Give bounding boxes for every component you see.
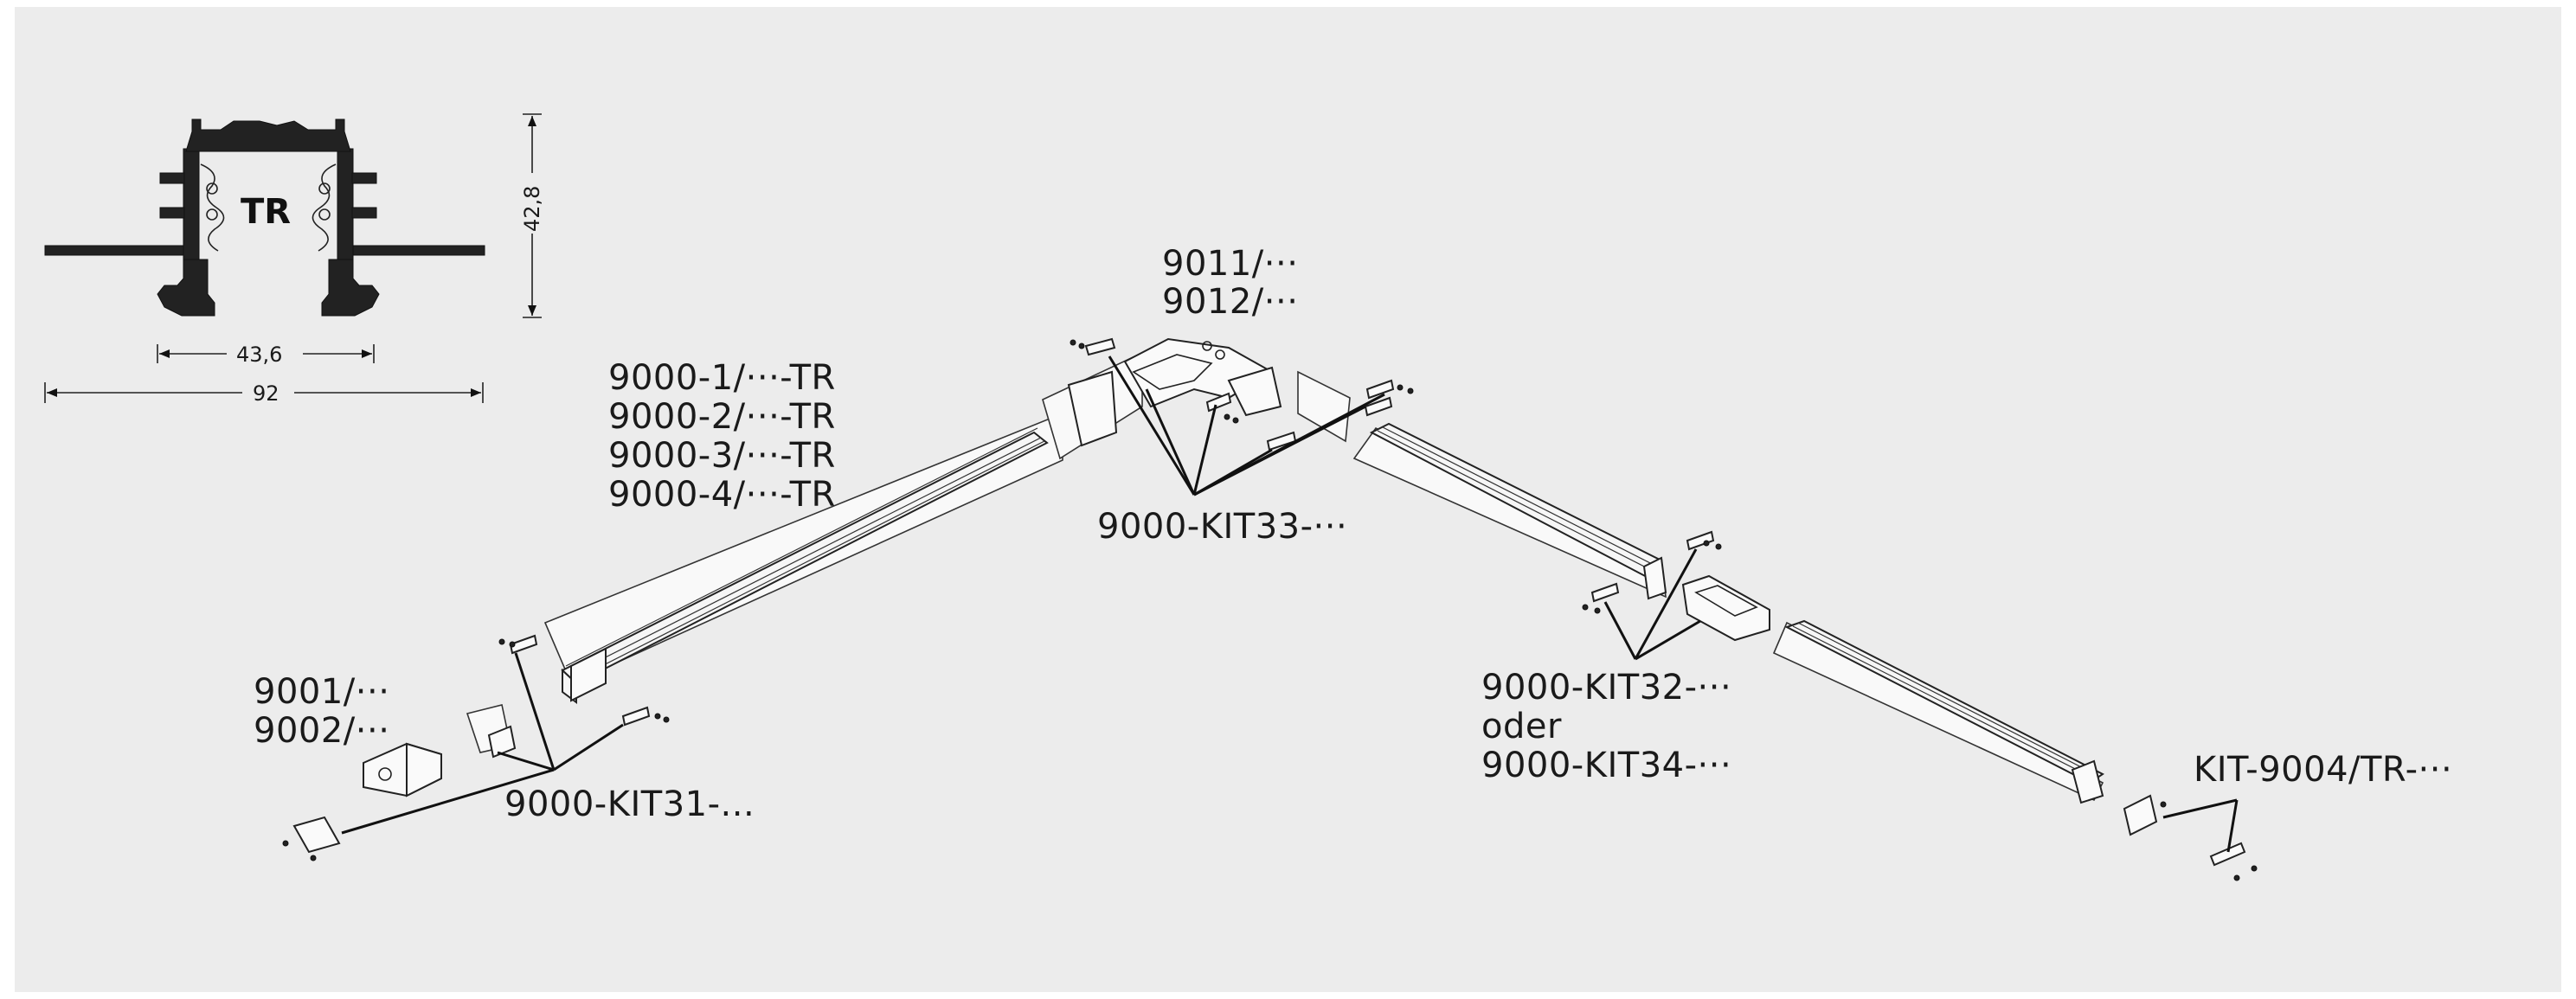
conductor-left-2 [206, 208, 218, 221]
rail-segment-3 [1772, 619, 2104, 804]
label-feed-2: 9002/··· [254, 711, 389, 751]
profile-foot-left [157, 246, 215, 317]
conductor-left-1 [206, 183, 218, 195]
rail-segment-2 [1352, 422, 1667, 600]
rail-segment-1 [543, 412, 1063, 704]
labels: 9000-1/···-TR 9000-2/···-TR 9000-3/···-T… [254, 244, 2452, 824]
leader-lines [341, 355, 2239, 853]
connector-clip-top [1686, 530, 1715, 551]
end-cap-clip [2209, 842, 2246, 867]
ceiling-panel-right [352, 245, 485, 256]
label-oder: oder [1481, 707, 1562, 746]
rail-3-plate [1772, 621, 2104, 802]
flange-left-mid [159, 207, 185, 219]
label-rail-3: 9000-3/···-TR [608, 436, 836, 476]
corner-plate-right [1297, 370, 1351, 443]
connector-clip-bottom [1590, 582, 1620, 603]
label-kit32: 9000-KIT32-··· [1481, 668, 1731, 708]
label-rail-1: 9000-1/···-TR [608, 358, 836, 398]
label-kit31: 9000-KIT31-... [504, 784, 755, 824]
conductor-holder-left [200, 163, 225, 252]
conductor-holder-right [312, 163, 337, 252]
label-rail-2: 9000-2/···-TR [608, 397, 836, 437]
profile-wall-right [337, 148, 354, 260]
flange-left-top [159, 172, 185, 184]
conductor-right-1 [318, 183, 331, 195]
straight-connector [1582, 530, 1770, 642]
height-dimension: 42,8 [520, 186, 544, 232]
rail-2-plate [1352, 426, 1667, 599]
straight-connector-body [1681, 574, 1770, 642]
corner-connector [1042, 337, 1414, 460]
flange-right-top [351, 172, 377, 184]
ceiling-panel-left [44, 245, 184, 256]
flange-right-mid [351, 207, 377, 219]
feed-end-cap [292, 816, 341, 854]
feed-clip-right [621, 706, 651, 727]
corner-clip-2 [1365, 379, 1395, 400]
profile-top [185, 118, 351, 152]
outer-width-dimension: 92 [253, 381, 279, 406]
label-kit34: 9000-KIT34-··· [1481, 746, 1731, 785]
end-cap-plate [2123, 794, 2158, 836]
label-rail-4: 9000-4/···-TR [608, 475, 836, 515]
profile-cross-section: TR 42,8 43,6 92 [44, 113, 544, 406]
label-corner-1: 9011/··· [1162, 244, 1298, 284]
label-corner-2: 9012/··· [1162, 282, 1298, 322]
profile-wall-left [183, 148, 200, 260]
conductor-right-2 [318, 208, 331, 221]
feed-clip-top [509, 634, 538, 655]
profile-label: TR [241, 192, 291, 232]
label-kit33: 9000-KIT33-··· [1097, 507, 1347, 547]
feed-connector [282, 634, 670, 861]
inner-width-dimension: 43,6 [236, 343, 282, 367]
profile-foot-right [321, 246, 380, 317]
label-feed-1: 9001/··· [254, 672, 389, 712]
rail-2-body [1369, 422, 1663, 580]
corner-clip-1 [1084, 337, 1116, 356]
label-end-cap: KIT-9004/TR-··· [2194, 750, 2452, 790]
end-cap [2123, 794, 2258, 881]
